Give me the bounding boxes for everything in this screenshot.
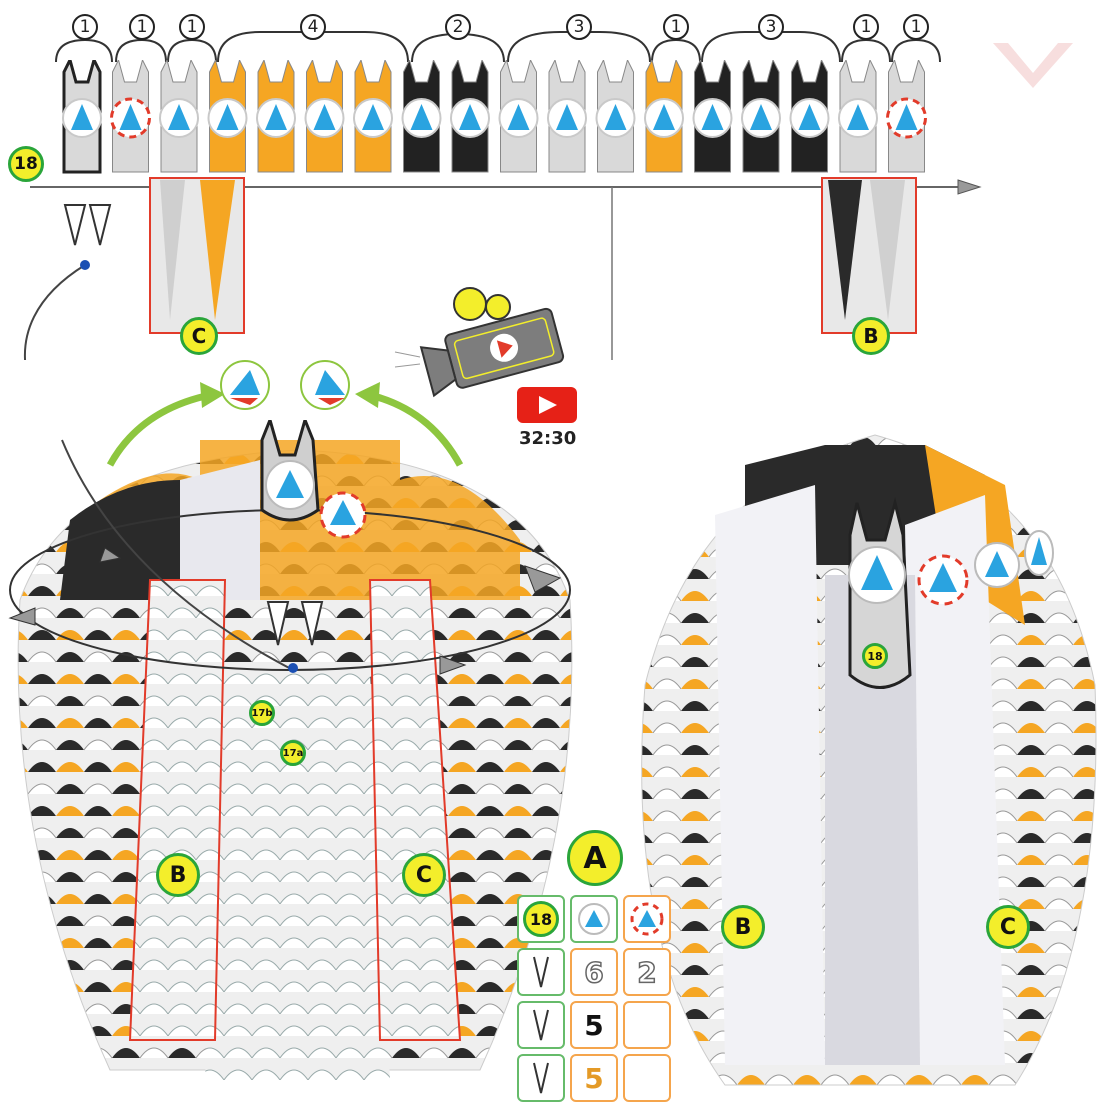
row-1-piece-type bbox=[517, 948, 565, 996]
row-2-count-rotated bbox=[623, 1001, 671, 1049]
piece-17 bbox=[839, 60, 877, 172]
rotate-right-icon bbox=[310, 370, 332, 392]
arrow-right-icon bbox=[958, 180, 980, 194]
row-3-count-rotated bbox=[623, 1054, 671, 1102]
group-c-callout-right: C bbox=[986, 905, 1030, 949]
normal-piece-icon bbox=[577, 902, 611, 936]
piece-1 bbox=[63, 60, 101, 172]
group-count-3: 1 bbox=[179, 14, 205, 40]
brand-watermark bbox=[988, 38, 1078, 101]
video-camera-icon[interactable] bbox=[390, 282, 580, 402]
piece-8 bbox=[403, 60, 441, 172]
table-header-step: 18 bbox=[517, 895, 565, 943]
group-count-9: 1 bbox=[853, 14, 879, 40]
piece-16 bbox=[791, 60, 829, 172]
orange-piece-icon bbox=[526, 1059, 556, 1097]
piece-2 bbox=[112, 60, 150, 172]
piece-14 bbox=[694, 60, 732, 172]
group-count-7: 1 bbox=[663, 14, 689, 40]
table-header-normal bbox=[570, 895, 618, 943]
piece-9 bbox=[451, 60, 489, 172]
row-1-count-normal: 6 bbox=[570, 948, 618, 996]
piece-11 bbox=[548, 60, 586, 172]
row-3-piece-type bbox=[517, 1054, 565, 1102]
outline-piece-icon bbox=[526, 953, 556, 991]
piece-15 bbox=[742, 60, 780, 172]
rotate-left-icon bbox=[248, 370, 270, 392]
group-c-callout: C bbox=[402, 853, 446, 897]
piece-7 bbox=[354, 60, 392, 172]
group-count-10: 1 bbox=[903, 14, 929, 40]
brand-logo-icon bbox=[988, 38, 1078, 98]
group-count-6: 3 bbox=[566, 14, 592, 40]
group-count-2: 1 bbox=[129, 14, 155, 40]
pieces-row bbox=[0, 60, 1000, 180]
black-piece-icon bbox=[526, 1006, 556, 1044]
rotated-piece-icon bbox=[629, 901, 665, 937]
right-vase-model bbox=[625, 425, 1111, 1111]
group-count-5: 2 bbox=[445, 14, 471, 40]
row-2-count-normal: 5 bbox=[570, 1001, 618, 1049]
piece-12 bbox=[597, 60, 635, 172]
group-b-callout: B bbox=[156, 853, 200, 897]
piece-13 bbox=[645, 60, 683, 172]
step-number-badge: 18 bbox=[8, 146, 44, 182]
section-a-badge: A bbox=[567, 830, 623, 886]
sub-step-17b: 17b bbox=[249, 700, 275, 726]
group-count-8: 3 bbox=[758, 14, 784, 40]
piece-3 bbox=[160, 60, 198, 172]
double-arrow-icon bbox=[65, 205, 110, 245]
group-b-callout-right: B bbox=[721, 905, 765, 949]
piece-10 bbox=[500, 60, 538, 172]
row-2-piece-type bbox=[517, 1001, 565, 1049]
step-18-marker: 18 bbox=[862, 643, 888, 669]
table-header-rotated bbox=[623, 895, 671, 943]
piece-18 bbox=[888, 60, 926, 172]
sub-step-17a: 17a bbox=[280, 740, 306, 766]
piece-6 bbox=[306, 60, 344, 172]
group-count-4: 4 bbox=[300, 14, 326, 40]
group-count-1: 1 bbox=[72, 14, 98, 40]
piece-4 bbox=[209, 60, 247, 172]
group-b-badge: B bbox=[852, 317, 890, 355]
table-step-badge: 18 bbox=[523, 901, 559, 937]
row-3-count-normal: 5 bbox=[570, 1054, 618, 1102]
row-1-count-rotated: 2 bbox=[623, 948, 671, 996]
piece-5 bbox=[257, 60, 295, 172]
